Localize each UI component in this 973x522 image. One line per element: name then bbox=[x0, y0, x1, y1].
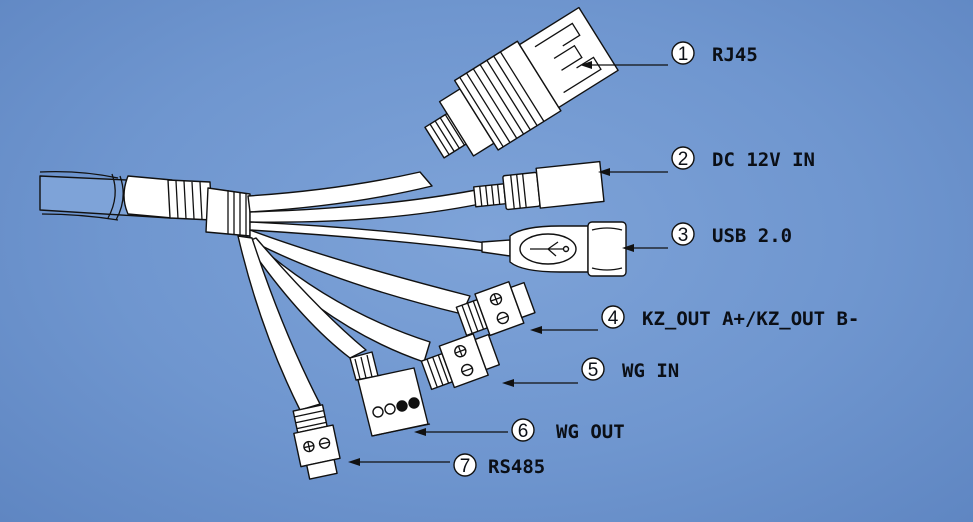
pin-1 bbox=[372, 406, 384, 418]
callout-number: 3 bbox=[678, 225, 689, 246]
callout-number: 6 bbox=[518, 421, 529, 442]
label-wg-in: WG IN bbox=[622, 360, 679, 382]
callout-circle bbox=[671, 222, 695, 246]
callout-circle bbox=[671, 41, 695, 65]
callout-circle bbox=[511, 418, 535, 442]
callout-circle bbox=[671, 146, 695, 170]
callout-4: 4 KZ_OUT A+/KZ_OUT B- bbox=[601, 305, 859, 330]
pin-2 bbox=[384, 403, 396, 415]
label-rj45: RJ45 bbox=[712, 44, 758, 66]
label-kz-out: KZ_OUT A+/KZ_OUT B- bbox=[642, 308, 859, 330]
callout-circle bbox=[453, 453, 477, 477]
callout-6: 6 WG OUT bbox=[511, 418, 625, 443]
callout-1: 1 RJ45 bbox=[671, 41, 758, 66]
leader-lines bbox=[348, 61, 668, 466]
callout-number: 2 bbox=[678, 149, 689, 170]
callout-number: 5 bbox=[588, 360, 599, 381]
pin-row bbox=[372, 397, 420, 418]
callout-number: 4 bbox=[608, 308, 619, 329]
dc-barrel-connector bbox=[473, 160, 605, 211]
wg-out-terminal-block bbox=[349, 351, 431, 437]
rj45-connector bbox=[424, 6, 619, 159]
label-dc-12v-in: DC 12V IN bbox=[712, 149, 815, 171]
rs485-terminal bbox=[292, 404, 341, 480]
label-wg-out: WG OUT bbox=[556, 421, 625, 443]
splice-sleeve bbox=[167, 179, 251, 237]
usb-connector bbox=[481, 221, 627, 277]
callout-number: 7 bbox=[460, 456, 471, 477]
callout-3: 3 USB 2.0 bbox=[671, 222, 792, 247]
wg-in-terminal bbox=[420, 333, 501, 391]
callout-5: 5 WG IN bbox=[581, 357, 679, 382]
label-rs485: RS485 bbox=[488, 456, 545, 478]
callout-2: 2 DC 12V IN bbox=[671, 146, 815, 171]
label-usb-2-0: USB 2.0 bbox=[712, 225, 792, 247]
pin-4 bbox=[408, 397, 420, 409]
callout-circle bbox=[581, 357, 605, 381]
callout-number: 1 bbox=[678, 44, 689, 65]
main-cable bbox=[39, 170, 173, 221]
callout-7: 7 RS485 bbox=[453, 453, 545, 478]
callout-circle bbox=[601, 305, 625, 329]
pin-3 bbox=[396, 400, 408, 412]
kz-out-terminal bbox=[455, 281, 536, 337]
